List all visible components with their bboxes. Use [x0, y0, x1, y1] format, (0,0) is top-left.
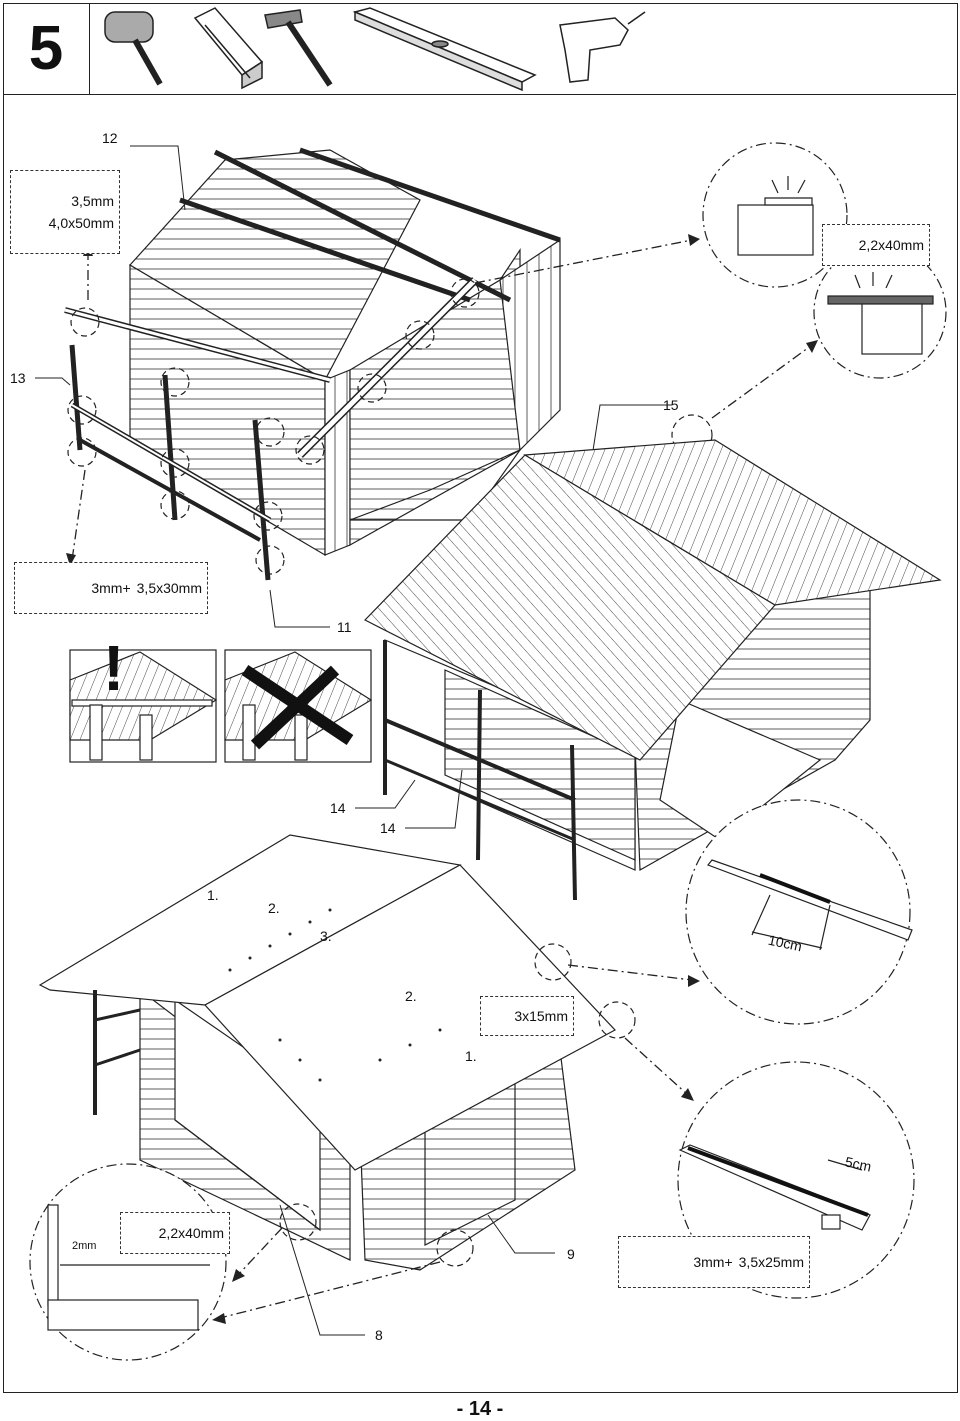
step-number: 5 [3, 3, 90, 95]
wood-block-icon [193, 7, 264, 90]
detail-nail-joint [813, 245, 947, 379]
fastener-box-drill-c: 3mm+ 3,5x25mm [618, 1236, 810, 1288]
screw-size: 3,5x30mm [136, 580, 202, 596]
drill-bit-size: 3,5mm [71, 193, 114, 209]
incorrect-overlap-panel [224, 649, 373, 763]
page-frame [3, 3, 958, 1393]
nail-size: 3x15mm [514, 1008, 568, 1024]
callout-14b: 14 [380, 820, 396, 836]
screw-size: 4,0x50mm [48, 215, 114, 231]
sheet-order-2b: 2. [405, 988, 417, 1004]
fastener-box-drill-b: 3mm+ 3,5x30mm [14, 562, 208, 614]
callout-8: 8 [375, 1327, 383, 1343]
mallet-icon [104, 11, 163, 86]
fastener-box-drill-a: 3,5mm 4,0x50mm [10, 170, 120, 254]
fastener-box-nail-c: 2,2x40mm [120, 1212, 230, 1254]
page-number: - 14 - [456, 1398, 504, 1420]
detail-board-joint [702, 142, 848, 288]
detail-circles [67, 278, 713, 575]
sheet-order-3: 3. [320, 928, 332, 944]
fastener-box-nail-a: 2,2x40mm [822, 224, 930, 266]
warning-mark: ! [103, 632, 124, 704]
house-frame-drawing [64, 147, 561, 581]
callout-12: 12 [102, 130, 118, 146]
nail-size: 2,2x40mm [858, 237, 924, 253]
drill-icon [559, 11, 646, 83]
drill-bit-size: 3mm+ [91, 580, 131, 596]
callout-15: 15 [663, 397, 679, 413]
detail-gap-2mm [29, 1163, 227, 1361]
screw-size: 3,5x25mm [738, 1254, 804, 1270]
nail-size: 2,2x40mm [158, 1225, 224, 1241]
sheet-order-2: 2. [268, 900, 280, 916]
detail-overlap-10cm [685, 799, 913, 1025]
callout-11: 11 [337, 619, 352, 635]
callout-13: 13 [10, 370, 26, 386]
correct-overlap-panel [69, 649, 218, 763]
house-roof-felt-drawing [38, 834, 616, 1271]
callout-9: 9 [567, 1246, 575, 1262]
tool-strip [90, 3, 956, 95]
sheet-order-1b: 1. [465, 1048, 477, 1064]
drill-bit-size: 3mm+ [693, 1254, 733, 1270]
spirit-level-icon [352, 7, 537, 92]
fastener-box-nail-b: 3x15mm [480, 996, 574, 1036]
gap-2mm-label: 2mm [72, 1240, 97, 1252]
sheet-order-1: 1. [207, 887, 219, 903]
felt-nail-dots [228, 908, 442, 1082]
callout-14a: 14 [330, 800, 346, 816]
hammer-icon [264, 9, 333, 87]
house-roof-boards-drawing [364, 439, 942, 901]
